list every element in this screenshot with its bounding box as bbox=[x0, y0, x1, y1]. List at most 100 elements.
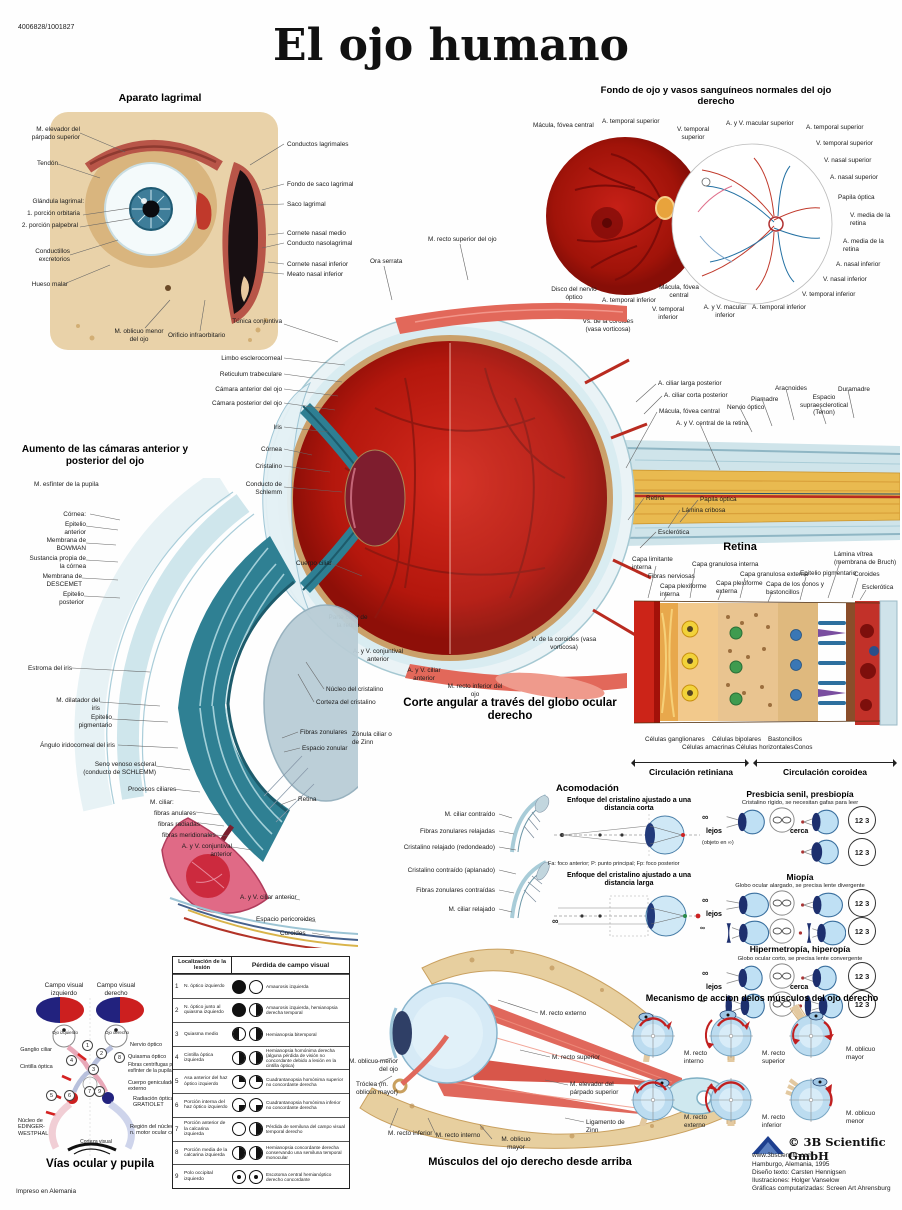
table-header-cell: Pérdida de campo visual bbox=[251, 961, 330, 969]
anatomy-label: Cornete nasal medio bbox=[287, 230, 346, 237]
anatomy-label: Espacio supraesclerotical (Tenon) bbox=[800, 394, 848, 417]
infinity-symbol: ∞ bbox=[702, 968, 709, 978]
result-cell: Cuadrantanopsia homónima superior no con… bbox=[266, 1076, 344, 1087]
anatomy-label: A. temporal inferior bbox=[602, 297, 656, 304]
anatomy-label: Retina bbox=[646, 495, 665, 502]
anatomy-label: Reticulum trabeculare bbox=[219, 371, 282, 378]
glasses-icon bbox=[769, 807, 795, 833]
visual-field-circle bbox=[248, 1003, 263, 1018]
anatomy-label: Campo visual izquierdo bbox=[44, 982, 84, 997]
anatomy-label: Cuerpo ciliar bbox=[296, 560, 332, 567]
credits-line: Diseño texto: Carsten Hennigsen bbox=[752, 1169, 846, 1176]
anatomy-label: Iris bbox=[273, 424, 282, 431]
anatomy-label: Espacio pericoroides bbox=[256, 916, 316, 923]
anatomy-label: Estroma del iris bbox=[28, 665, 73, 672]
section-title-fundus: Fondo de ojo y vasos sanguíneos normales… bbox=[600, 85, 832, 107]
section-title-accommodation: Acomodación bbox=[556, 783, 619, 794]
anatomy-label: Ora serrata bbox=[370, 258, 403, 265]
pathway-number: 4 bbox=[66, 1055, 77, 1066]
anatomy-label: A. y V. macular superior bbox=[726, 120, 794, 127]
panel-subtitle: Globo ocular alargado, se precisa lente … bbox=[735, 883, 865, 889]
glasses-icon bbox=[769, 890, 795, 916]
pathway-number: 1 bbox=[82, 1040, 93, 1051]
anatomy-label: Córnea: bbox=[63, 511, 86, 518]
credits-line: Ilustraciones: Holger Vanselow bbox=[752, 1177, 840, 1184]
anatomy-label: Epitelio posterior bbox=[59, 591, 84, 606]
anatomy-label: Células ganglionares bbox=[645, 736, 705, 743]
anatomy-label: Retina bbox=[298, 796, 317, 803]
anatomy-label: Coroides bbox=[280, 930, 306, 937]
row-number: 7 bbox=[175, 1125, 179, 1133]
result-cell: Pérdida de semiluna del campo visual tem… bbox=[266, 1124, 345, 1135]
anatomy-label: M. elevador del párpado superior bbox=[570, 1081, 619, 1096]
anatomy-label: Epitelio pigmentario bbox=[800, 570, 857, 577]
anatomy-label: Cristalino relajado (redondeado) bbox=[403, 844, 495, 851]
anatomy-label: A. y V. ciliar anterior bbox=[240, 894, 297, 901]
anatomy-label: Hueso malar bbox=[31, 281, 68, 288]
panel-title-presbyopia: Presbicia senil, presbiopía bbox=[746, 789, 854, 799]
anatomy-label: V. nasal inferior bbox=[823, 276, 867, 283]
visual-field-circle bbox=[231, 1003, 246, 1018]
anatomy-label: fibras anulares bbox=[154, 810, 196, 817]
distance-label: lejos bbox=[706, 911, 722, 918]
muscle-action-label: M. recto interno bbox=[684, 1050, 708, 1065]
lesion-cell: Asa anterior del haz óptico izquierdo bbox=[184, 1076, 228, 1087]
section-title-retina: Retina bbox=[723, 541, 757, 553]
eye-diagram bbox=[801, 839, 839, 865]
anatomy-label: Fibras zonulares relajadas bbox=[420, 828, 495, 835]
anatomy-label: Zónula ciliar o de Zinn bbox=[352, 731, 392, 746]
anatomy-label: M. ciliar: bbox=[150, 799, 174, 806]
credits-line: Gráficas computarizadas: Screen Art Ahre… bbox=[752, 1185, 891, 1192]
section-title-pathways: Vías ocular y pupila bbox=[45, 1158, 154, 1170]
ciliary-contracted-diagram bbox=[510, 794, 550, 853]
mechanism-eye-diagram bbox=[704, 1010, 753, 1062]
anatomy-label: M. elevador del párpado superior bbox=[31, 126, 80, 141]
anatomy-label: Membrana de BOWMAN bbox=[46, 537, 86, 552]
mechanism-eye-diagram bbox=[631, 1012, 675, 1062]
anatomy-label: M. esfínter de la pupila bbox=[34, 481, 99, 488]
pathway-number: 8 bbox=[114, 1052, 125, 1063]
anatomy-label: Tróclea (m. oblicuo mayor) bbox=[356, 1081, 398, 1096]
anatomy-label: M. oblicuo menor del ojo bbox=[348, 1058, 398, 1073]
reading-card: 12 3 bbox=[848, 990, 876, 1018]
anatomy-label: Corteza del cristalino bbox=[316, 699, 376, 706]
result-cell: Hemianopsia concordante derecha conserva… bbox=[266, 1145, 342, 1161]
anatomy-label: M. recto inferior bbox=[388, 1130, 433, 1137]
anatomy-label: Conductos lagrimales bbox=[287, 141, 349, 148]
anatomy-label: Cintilla óptica bbox=[20, 1064, 53, 1070]
object-note: (objeto en ∞) bbox=[702, 840, 734, 846]
page-title: El ojo humano bbox=[273, 20, 629, 71]
anatomy-label: Sustancia propia de la córnea bbox=[29, 555, 87, 570]
distance-label: lejos bbox=[706, 828, 722, 835]
anatomy-label: A. media de la retina bbox=[843, 238, 884, 253]
panel-subtitle: Globo ocular corto, se precisa lente con… bbox=[737, 956, 863, 962]
pathway-number: 3 bbox=[88, 1064, 99, 1075]
glasses-icon bbox=[769, 991, 795, 1017]
accommodation-near-diagram bbox=[554, 814, 700, 856]
lesion-cell: Quiasma medio bbox=[184, 1031, 219, 1037]
anatomy-label: Bastoncillos bbox=[768, 736, 803, 743]
anatomy-label: Capa granulosa externa bbox=[740, 571, 809, 578]
anatomy-label: Mácula, fóvea central bbox=[533, 122, 594, 129]
anatomy-label: Tendón bbox=[37, 160, 58, 167]
reading-card: 12 3 bbox=[848, 917, 876, 945]
anatomy-label: Capa de los conos y bastoncillos bbox=[766, 581, 824, 596]
eye-diagram bbox=[801, 965, 837, 991]
circulation-label: Circulación retiniana bbox=[648, 767, 734, 777]
anatomy-label: A. nasal superior bbox=[830, 174, 878, 181]
accommodation-far-diagram bbox=[554, 895, 701, 937]
result-cell: Cuadrantanopsia homónima inferior no con… bbox=[266, 1100, 341, 1111]
result-cell: Hemianopsia bitemporal bbox=[266, 1031, 317, 1037]
anatomy-label: V. de la coroides (vasa vorticosa) bbox=[531, 636, 597, 651]
anatomy-label: Procesos ciliares bbox=[128, 786, 177, 793]
anatomy-label: A. y V. central de la retina bbox=[676, 420, 749, 427]
eye-diagram bbox=[726, 965, 763, 991]
pathway-number: 2 bbox=[96, 1048, 107, 1059]
eye-with-concave-lens-diagram bbox=[798, 920, 846, 946]
eye-diagram bbox=[801, 809, 839, 835]
mechanism-eye-diagram bbox=[789, 1004, 834, 1058]
anatomy-label: Capa plexiforme interna bbox=[660, 583, 707, 598]
anatomy-label: M. oblicuo mayor bbox=[501, 1136, 531, 1151]
